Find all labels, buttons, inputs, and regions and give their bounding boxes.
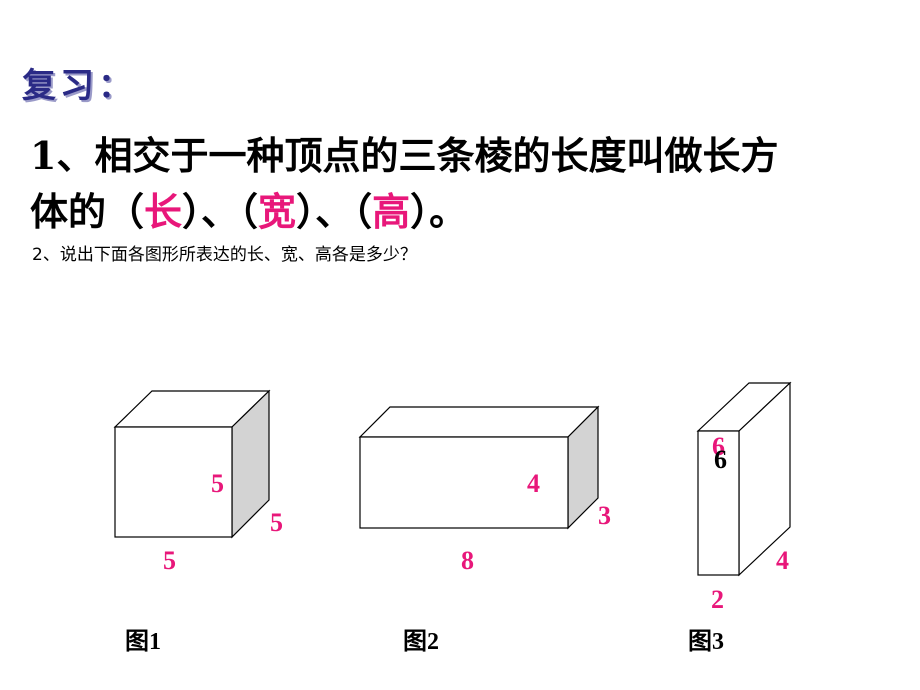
box-front-face [359, 436, 569, 529]
answer-length: 长 [144, 190, 183, 234]
q1-prefix: 体的（ [30, 189, 145, 234]
box-top-face [358, 406, 600, 438]
q1-separator-1: ）、（ [182, 189, 259, 234]
fig1-length-label: 5 [163, 546, 176, 575]
fig3-caption: 图3 [688, 629, 724, 655]
answer-height: 高 [372, 190, 411, 234]
fig3-length-label: 2 [711, 585, 724, 614]
fig3-height-overlay-label: 6 [714, 445, 727, 474]
q1-separator-2: ）、（ [296, 189, 373, 234]
figure-2-box [358, 405, 600, 530]
question-1: 1、相交于一种顶点的三条棱的长度叫做长方 体的（长）、（宽）、（高）。 [30, 128, 900, 240]
fig2-width-label: 3 [598, 501, 611, 530]
question-2: 2、说出下面各图形所表达的长、宽、高各是多少？ [32, 245, 417, 265]
review-heading: 复习： [22, 66, 136, 106]
cube-front-face [114, 426, 233, 538]
question-1-line-2: 体的（长）、（宽）、（高）。 [30, 184, 900, 240]
question-1-line-1: 1、相交于一种顶点的三条棱的长度叫做长方 [30, 133, 779, 178]
fig2-length-label: 8 [461, 546, 474, 575]
fig1-caption: 图1 [125, 629, 161, 655]
fig1-height-label: 5 [211, 469, 224, 498]
figure-3-tall-box [696, 381, 792, 577]
tall-front-face [697, 430, 740, 576]
answer-width: 宽 [258, 190, 297, 234]
fig2-caption: 图2 [403, 629, 439, 655]
fig2-height-label: 4 [527, 469, 540, 498]
fig3-width-label: 4 [776, 546, 789, 575]
q1-end: ）。 [410, 189, 468, 234]
fig1-width-label: 5 [270, 508, 283, 537]
figure-1-cube [113, 389, 271, 539]
fig3-height-label: 6 [712, 432, 725, 461]
